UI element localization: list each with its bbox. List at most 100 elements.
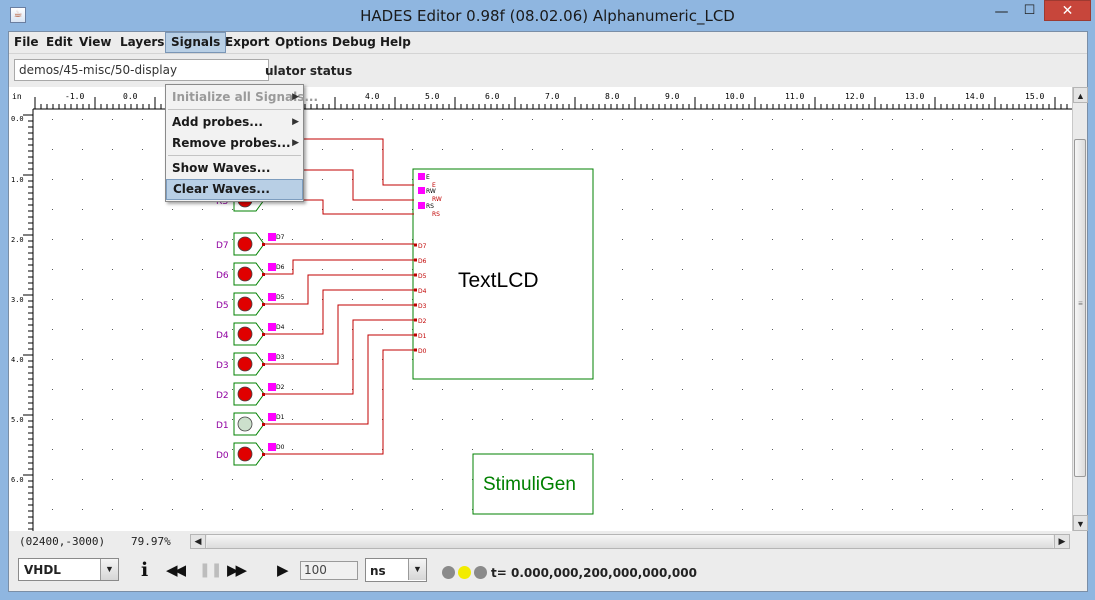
menu-help[interactable]: Help — [380, 35, 411, 49]
ruler-label: 13.0 — [905, 92, 924, 101]
horizontal-scroll-thumb[interactable] — [207, 535, 1053, 548]
menu-item-remove-probes[interactable]: Remove probes...▶ — [166, 133, 303, 154]
simulation-controls: VHDL ▼ i ◀◀ ❚❚ ▶▶ ▶ 100 ns ▼ t= 0.000,00… — [9, 551, 1087, 593]
ruler-label: 10.0 — [725, 92, 744, 101]
menu-layers[interactable]: Layers — [120, 35, 165, 49]
lcd-data-pin-label: D6 — [418, 258, 427, 265]
submenu-arrow-icon: ▶ — [292, 92, 299, 102]
menu-item-add-probes[interactable]: Add probes... ▶ — [166, 112, 303, 133]
probe-label: D3 — [276, 354, 285, 361]
output-pin-marker — [262, 333, 265, 336]
menu-item-clear-waves[interactable]: Clear Waves... — [166, 179, 303, 200]
window-title: HADES Editor 0.98f (08.02.06) Alphanumer… — [360, 7, 735, 25]
lcd-data-pin-label: D7 — [418, 243, 427, 250]
signal-probe — [268, 233, 276, 241]
menu-item-label: Initialize all Signals... — [172, 90, 319, 104]
play-icon[interactable]: ▶ — [277, 561, 289, 579]
menu-file[interactable]: File — [14, 35, 39, 49]
menu-separator — [168, 109, 301, 110]
fast-forward-icon[interactable]: ▶▶ — [227, 561, 247, 579]
chevron-down-icon[interactable]: ▼ — [408, 559, 426, 580]
menu-bar: File Edit View Layers Signals Export Opt… — [9, 32, 1087, 54]
lcd-data-pin-label: D4 — [418, 288, 427, 295]
input-label: D1 — [216, 421, 229, 431]
ruler-label: 5.0 — [11, 416, 24, 424]
signal-probe — [268, 443, 276, 451]
vertical-scrollbar[interactable]: ▲ ≡ ▼ — [1072, 87, 1088, 531]
menu-item-label: Add probes... — [172, 115, 263, 129]
menu-item-label: Clear Waves... — [173, 182, 270, 196]
probe-label: D7 — [276, 234, 285, 241]
chevron-down-icon[interactable]: ▼ — [100, 559, 118, 580]
menu-export[interactable]: Export — [225, 35, 270, 49]
probe-label: D4 — [276, 324, 285, 331]
output-pin-marker — [262, 243, 265, 246]
ruler-label: 6.0 — [11, 476, 24, 484]
ruler-label: 0.0 — [123, 92, 138, 101]
output-pin-marker — [262, 393, 265, 396]
lcd-control-pin-label: RW — [432, 196, 442, 203]
ruler-label: 4.0 — [11, 356, 24, 364]
signal-wire — [262, 334, 414, 425]
menu-signals[interactable]: Signals — [165, 32, 227, 53]
simulation-time: t= 0.000,000,200,000,000,000 — [491, 566, 697, 580]
input-led-icon — [237, 266, 253, 282]
vertical-scroll-thumb[interactable]: ≡ — [1074, 139, 1086, 477]
grid-dots — [52, 119, 1043, 510]
design-path-combo[interactable]: demos/45-misc/50-display — [14, 59, 269, 81]
input-led-icon — [237, 296, 253, 312]
menu-item-initialize-all-signals[interactable]: Initialize all Signals...▶ — [166, 87, 318, 108]
signal-wire — [262, 169, 414, 201]
lcd-pin-marker — [414, 348, 417, 352]
signal-probe — [268, 413, 276, 421]
signal-probe — [268, 353, 276, 361]
editor-client-area: File Edit View Layers Signals Export Opt… — [8, 31, 1088, 592]
toolbar: demos/45-misc/50-display ulator status — [9, 55, 1087, 83]
input-led-icon — [237, 236, 253, 252]
input-led-icon — [237, 416, 253, 432]
ruler-label: 14.0 — [965, 92, 984, 101]
output-pin-marker — [262, 423, 265, 426]
input-led-icon — [237, 386, 253, 402]
submenu-arrow-icon: ▶ — [292, 117, 299, 127]
language-value: VHDL — [24, 563, 61, 577]
ruler-label: 11.0 — [785, 92, 804, 101]
step-time-input[interactable]: 100 — [300, 561, 358, 580]
menu-debug[interactable]: Debug — [332, 35, 376, 49]
menu-item-show-waves[interactable]: Show Waves... — [166, 158, 303, 179]
menu-view[interactable]: View — [79, 35, 112, 49]
time-unit-select[interactable]: ns ▼ — [365, 558, 427, 582]
ruler-label: 0.0 — [11, 115, 24, 123]
info-icon[interactable]: i — [141, 559, 149, 581]
stimuligen-component — [472, 453, 594, 515]
menu-options[interactable]: Options — [275, 35, 328, 49]
language-select[interactable]: VHDL ▼ — [18, 558, 119, 581]
scroll-up-arrow-icon[interactable]: ▲ — [1073, 87, 1088, 103]
menu-separator — [168, 155, 301, 156]
coordinate-status-row: (02400,-3000) 79.97% ◀ ▶ — [9, 532, 1087, 551]
maximize-button[interactable]: ☐ — [1023, 3, 1036, 18]
left-ruler — [9, 87, 33, 531]
lcd-control-probe — [418, 187, 425, 194]
scroll-left-arrow-icon[interactable]: ◀ — [191, 535, 206, 548]
lcd-data-pin-label: D5 — [418, 273, 427, 280]
menu-edit[interactable]: Edit — [46, 35, 73, 49]
scroll-down-arrow-icon[interactable]: ▼ — [1073, 515, 1088, 531]
close-button[interactable]: ✕ — [1044, 0, 1091, 21]
title-bar: ☕ HADES Editor 0.98f (08.02.06) Alphanum… — [0, 0, 1095, 31]
pause-icon[interactable]: ❚❚ — [199, 562, 223, 578]
menu-item-label: Remove probes... — [172, 136, 291, 150]
signal-probe — [268, 293, 276, 301]
rewind-icon[interactable]: ◀◀ — [166, 561, 186, 579]
horizontal-scrollbar[interactable]: ◀ ▶ — [190, 534, 1070, 549]
input-label: D0 — [216, 451, 229, 461]
ruler-unit: in — [12, 92, 22, 101]
scroll-right-arrow-icon[interactable]: ▶ — [1054, 535, 1069, 548]
ruler-label: 3.0 — [11, 296, 24, 304]
minimize-button[interactable]: — — [994, 4, 1009, 20]
textlcd-title: TextLCD — [458, 269, 539, 292]
input-led-icon — [237, 356, 253, 372]
lcd-pin-marker — [414, 288, 417, 292]
ruler-label: 9.0 — [665, 92, 680, 101]
